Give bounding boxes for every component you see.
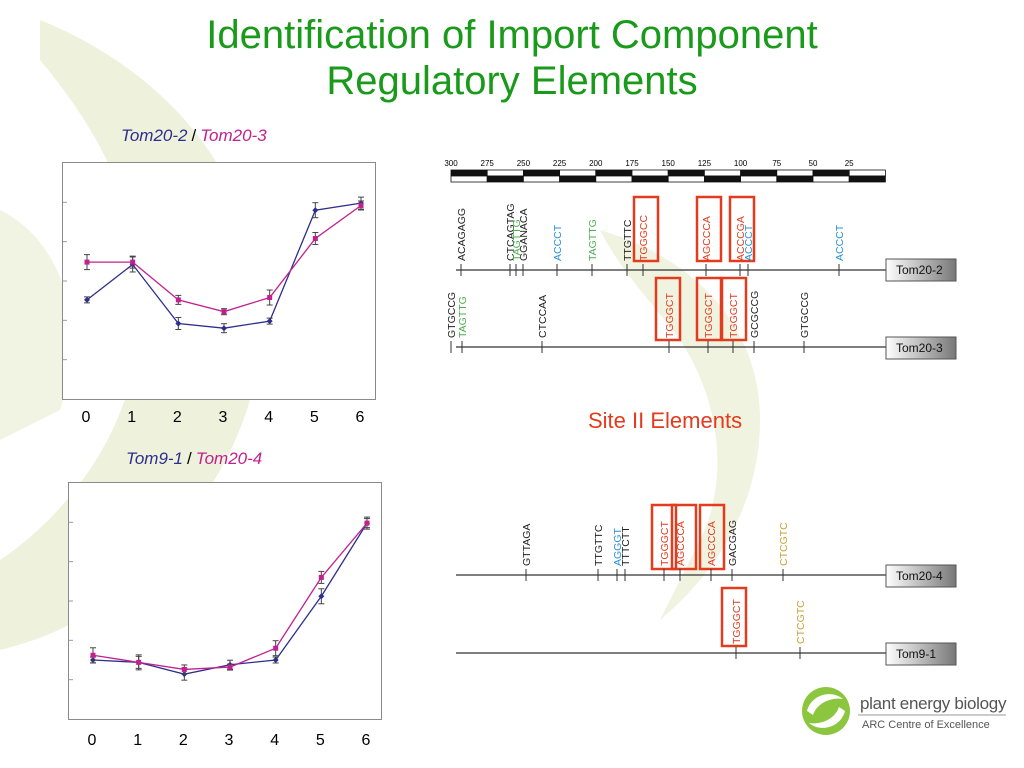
chart2-plot-area bbox=[68, 482, 382, 720]
data-point bbox=[175, 297, 181, 303]
plant-energy-biology-logo bbox=[802, 687, 1006, 735]
chart1-title-separator: / bbox=[191, 126, 197, 145]
x-tick-label: 4 bbox=[264, 409, 274, 426]
data-point bbox=[358, 202, 364, 208]
chart1-title: Tom20-2/Tom20-3 bbox=[121, 126, 267, 146]
title-line-1: Identification of Import Component bbox=[206, 13, 818, 57]
chart2-x-axis-labels: 0 1 2 3 4 5 6 bbox=[68, 732, 380, 752]
chart2-title-separator: / bbox=[187, 449, 192, 468]
x-tick-label: 3 bbox=[224, 732, 234, 749]
logo-subtitle: ARC Centre of Excellence bbox=[862, 719, 990, 731]
chart2-title-series-a: Tom9-1 bbox=[126, 449, 184, 468]
chart2-title: Tom9-1/Tom20-4 bbox=[126, 449, 262, 469]
data-point bbox=[273, 645, 279, 651]
x-tick-label: 3 bbox=[218, 409, 228, 426]
x-tick-label: 2 bbox=[172, 409, 182, 426]
series-1 bbox=[90, 518, 370, 675]
x-tick-label: 2 bbox=[178, 732, 188, 749]
data-point bbox=[227, 664, 233, 670]
x-tick-label: 1 bbox=[133, 732, 143, 749]
data-point bbox=[318, 593, 325, 600]
chart1-title-series-b: Tom20-3 bbox=[200, 126, 267, 145]
data-point bbox=[136, 659, 142, 665]
series-line bbox=[92, 522, 368, 671]
x-tick-label: 0 bbox=[87, 732, 97, 749]
x-tick-label: 0 bbox=[81, 409, 91, 426]
chart1-plot-area bbox=[62, 162, 376, 400]
chart2-svg bbox=[69, 516, 370, 681]
data-point bbox=[90, 652, 96, 658]
data-point bbox=[84, 259, 90, 265]
chart1-x-axis-labels: 0 1 2 3 4 5 6 bbox=[62, 409, 374, 429]
data-point bbox=[221, 309, 227, 315]
series-line bbox=[92, 522, 368, 675]
logo-name: plant energy biology bbox=[860, 694, 1007, 713]
chart1-svg bbox=[63, 196, 364, 361]
data-point bbox=[175, 320, 182, 327]
data-point bbox=[267, 295, 273, 301]
data-point bbox=[84, 296, 90, 303]
x-tick-label: 6 bbox=[361, 732, 371, 749]
x-tick-label: 1 bbox=[127, 409, 137, 426]
series-1 bbox=[84, 200, 364, 316]
data-point bbox=[181, 666, 187, 672]
data-point bbox=[364, 520, 370, 526]
data-point bbox=[130, 259, 136, 265]
data-point bbox=[272, 657, 279, 663]
series-0 bbox=[90, 516, 370, 681]
data-point bbox=[221, 325, 227, 332]
chart1-title-series-a: Tom20-2 bbox=[121, 126, 188, 145]
series-line bbox=[87, 204, 362, 313]
data-point bbox=[312, 207, 319, 214]
site-ii-label: Site II Elements bbox=[588, 408, 743, 433]
x-tick-label: 4 bbox=[270, 732, 280, 749]
data-point bbox=[312, 236, 318, 242]
data-point bbox=[318, 574, 324, 580]
x-tick-label: 6 bbox=[355, 409, 365, 426]
slide-title: Identification of Import Component Regul… bbox=[0, 12, 1024, 104]
x-tick-label: 5 bbox=[309, 409, 319, 426]
data-point bbox=[266, 318, 273, 325]
x-tick-label: 5 bbox=[315, 732, 325, 749]
chart2-title-series-b: Tom20-4 bbox=[195, 449, 263, 468]
title-line-2: Regulatory Elements bbox=[326, 59, 698, 103]
